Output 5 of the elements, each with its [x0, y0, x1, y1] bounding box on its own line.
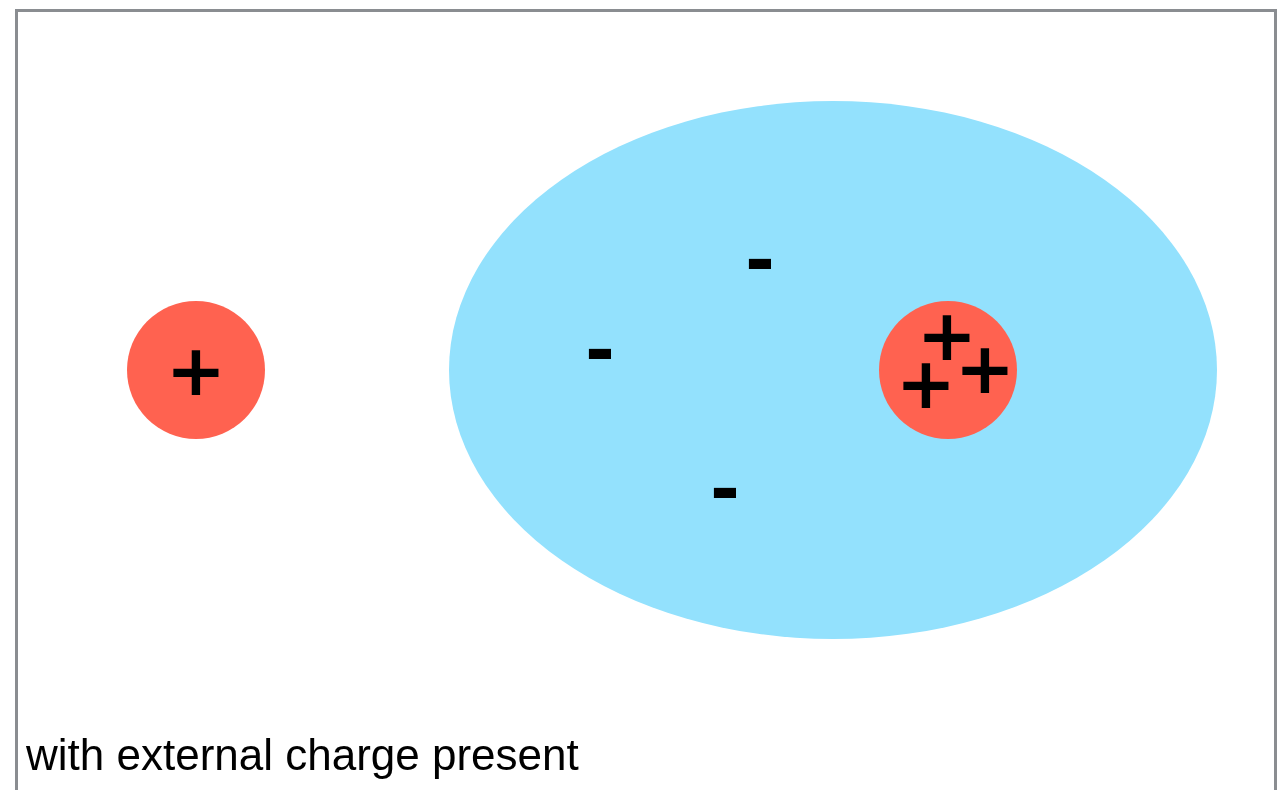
minus-sign: - — [585, 313, 615, 385]
caption: with external charge present — [26, 730, 579, 780]
minus-sign: - — [745, 223, 775, 295]
minus-sign: - — [710, 452, 740, 524]
plus-sign: + — [165, 334, 227, 406]
